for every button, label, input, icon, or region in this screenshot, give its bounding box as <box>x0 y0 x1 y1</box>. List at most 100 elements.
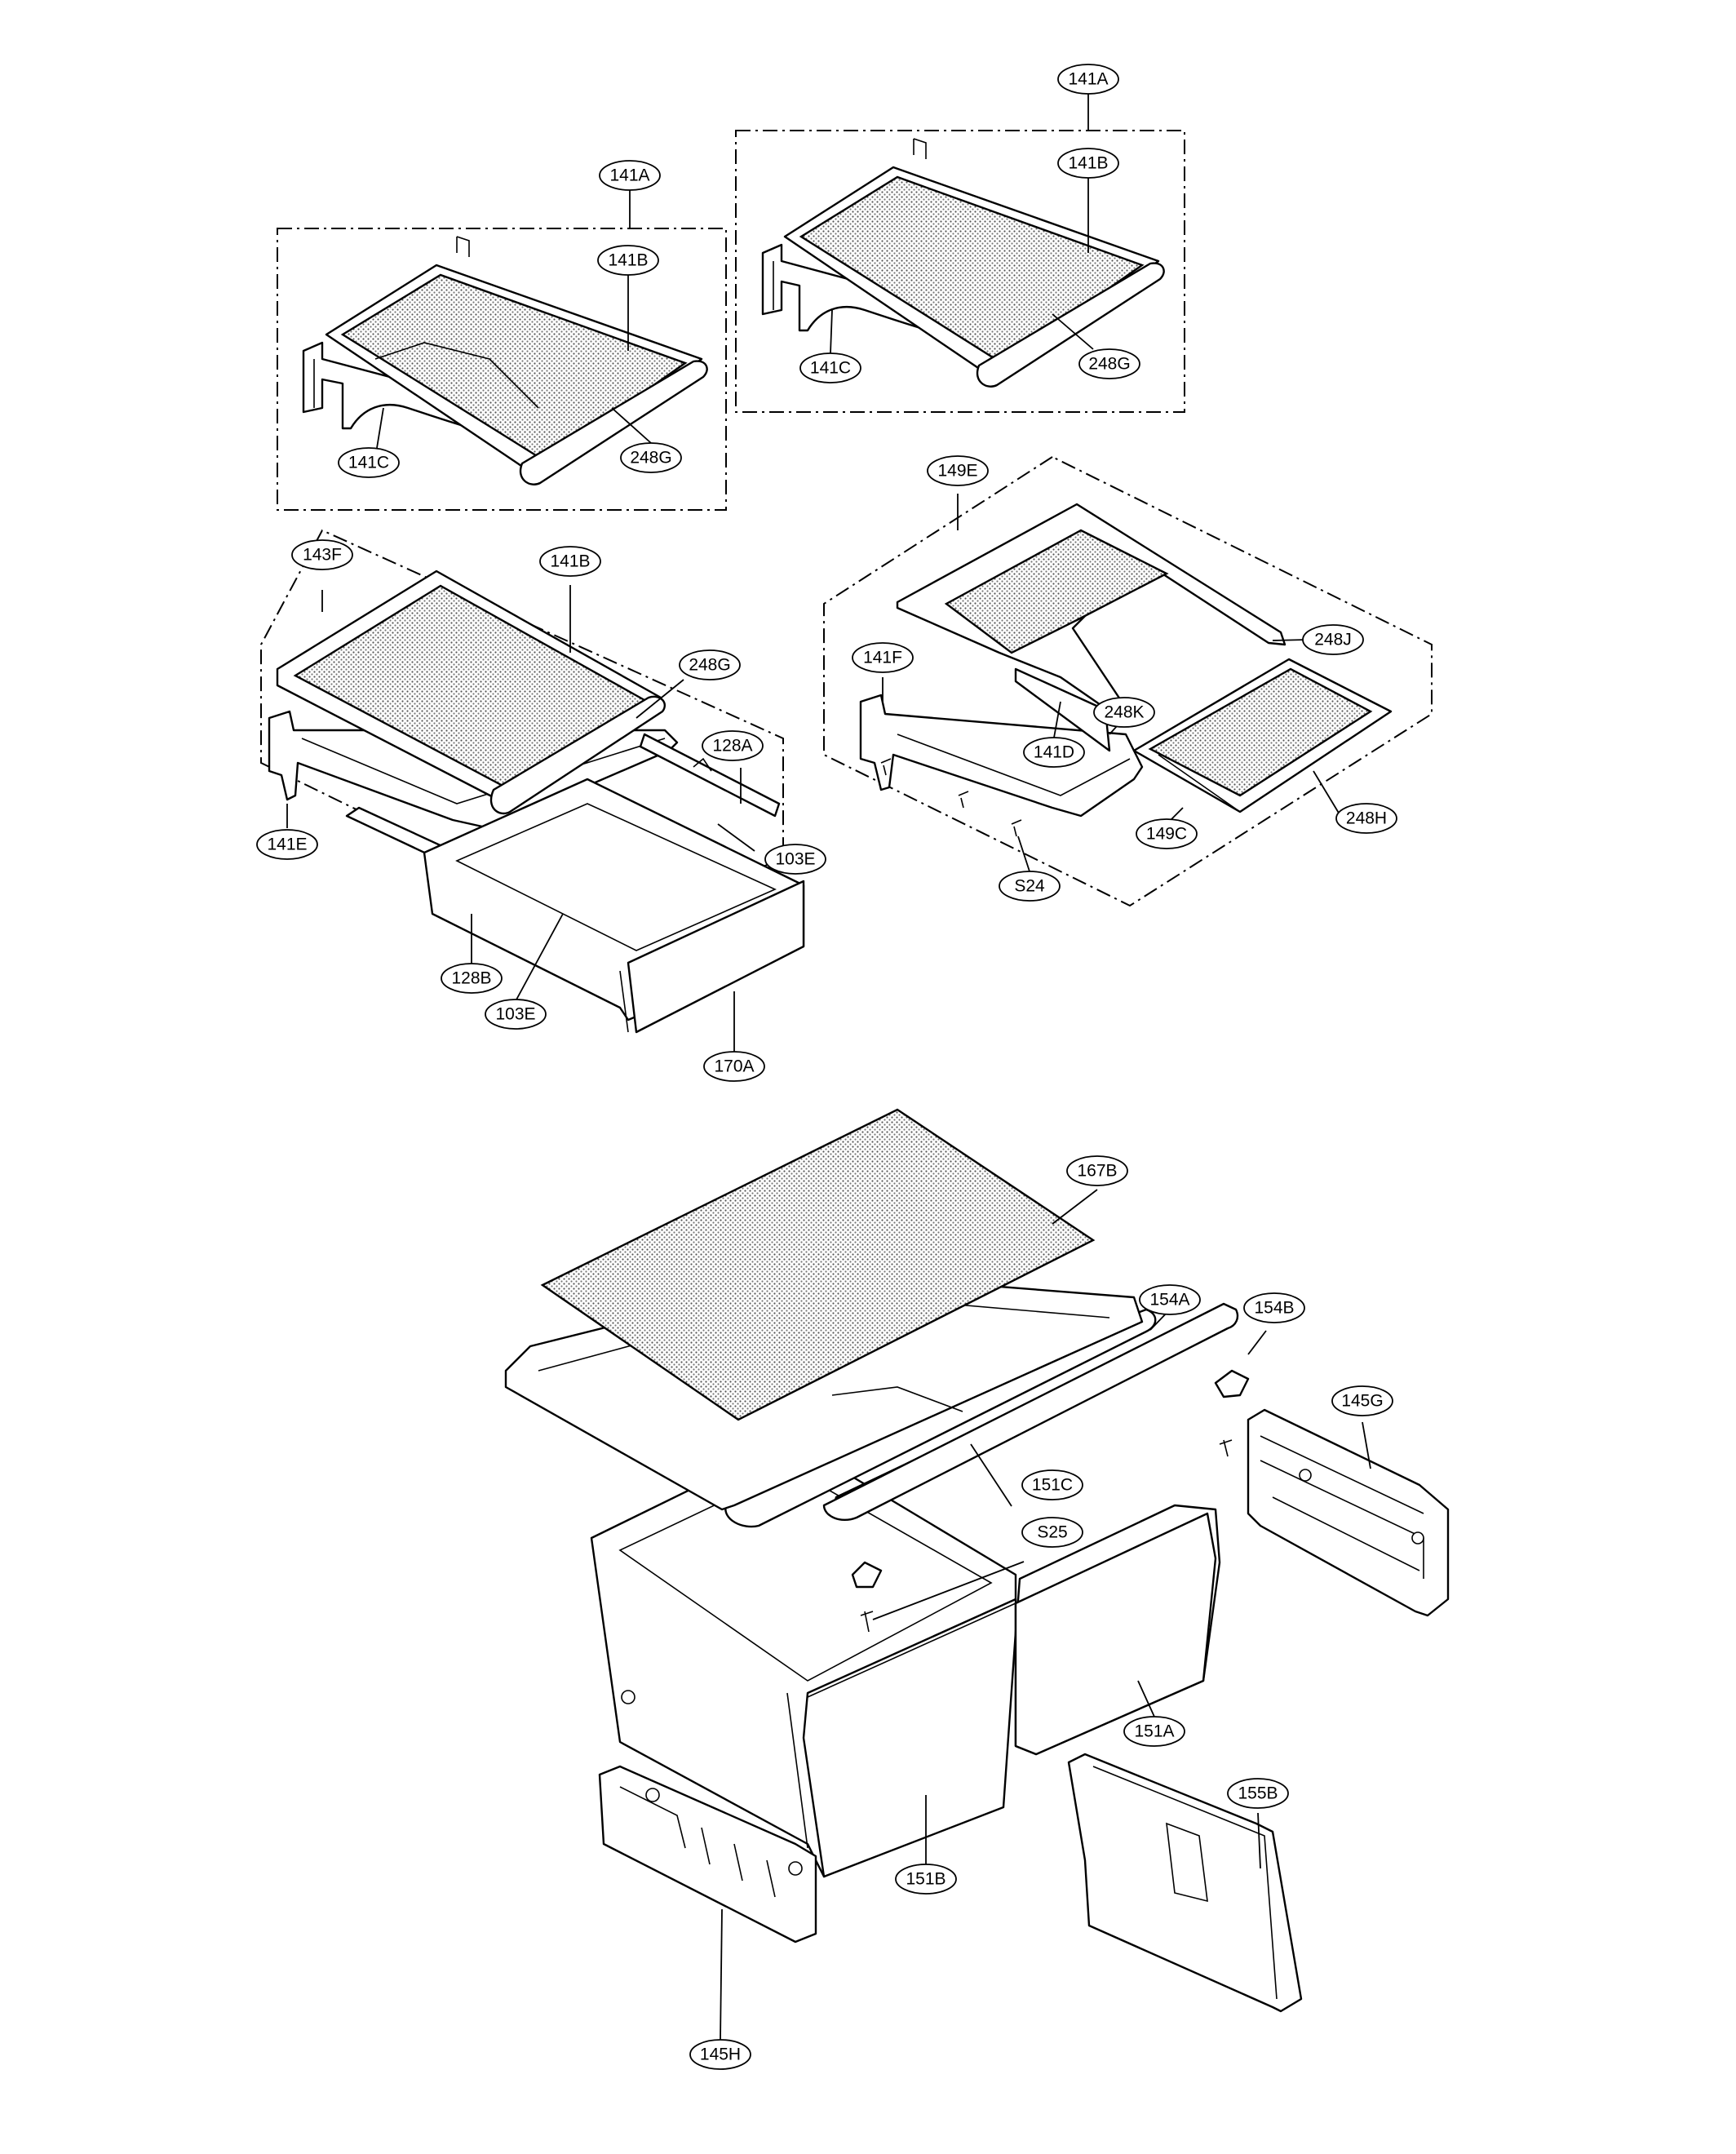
svg-text:154B: 154B <box>1254 1299 1294 1318</box>
svg-text:141B: 141B <box>550 552 590 571</box>
callout-128a: 128A <box>702 730 764 761</box>
svg-text:S24: S24 <box>1014 877 1045 896</box>
callout-141a-left: 141A <box>599 160 661 191</box>
svg-text:151C: 151C <box>1032 1476 1073 1495</box>
screws-s24 <box>880 758 1022 837</box>
callout-155b: 155B <box>1227 1778 1289 1809</box>
svg-text:170A: 170A <box>714 1057 754 1076</box>
group-box-141a-left <box>277 228 727 511</box>
svg-text:143F: 143F <box>303 546 342 565</box>
callout-103e-left: 103E <box>485 999 547 1030</box>
callout-248k: 248K <box>1093 697 1155 728</box>
svg-text:141D: 141D <box>1034 743 1074 762</box>
shelf-assembly-141a-left <box>277 228 727 511</box>
callout-s24: S24 <box>999 871 1061 902</box>
group-box-149e <box>823 455 1433 907</box>
drawer-front-151b <box>802 1598 1017 1878</box>
crisper-assembly <box>504 1108 1450 2013</box>
callout-141b-left: 141B <box>597 245 659 276</box>
svg-text:145H: 145H <box>700 2045 741 2064</box>
svg-text:141C: 141C <box>348 454 389 472</box>
callout-128b: 128B <box>441 963 503 994</box>
callout-143f: 143F <box>291 539 353 570</box>
svg-text:149E: 149E <box>937 462 977 481</box>
callout-167b: 167B <box>1066 1155 1128 1186</box>
front-trim-248g-right <box>976 262 1165 388</box>
callout-248h: 248H <box>1335 803 1397 834</box>
callout-170a: 170A <box>703 1051 765 1082</box>
clip-s25-left <box>851 1561 883 1589</box>
callout-149c: 149C <box>1136 818 1198 849</box>
callout-141b-143f: 141B <box>539 546 601 577</box>
svg-text:248J: 248J <box>1314 631 1352 649</box>
drawer-front-151a <box>1014 1512 1217 1756</box>
svg-text:103E: 103E <box>775 850 815 869</box>
callout-154a: 154A <box>1139 1284 1201 1315</box>
svg-text:149C: 149C <box>1146 825 1187 844</box>
shelf-bracket-141f <box>859 694 1144 818</box>
callout-248g-left: 248G <box>620 442 682 473</box>
front-trim-248g-left <box>519 360 708 485</box>
svg-text:141F: 141F <box>863 649 902 667</box>
callout-248j: 248J <box>1302 624 1364 655</box>
side-support-145g <box>1247 1408 1450 1617</box>
glass-shelf-141b-left <box>340 273 688 463</box>
callout-248g-143f: 248G <box>679 649 741 680</box>
callout-141d: 141D <box>1023 737 1085 768</box>
half-shelf-trim-248h <box>1239 711 1392 813</box>
callout-141e: 141E <box>256 829 318 860</box>
crisper-cover-glass-167b <box>540 1108 1096 1421</box>
callout-141f: 141F <box>852 642 914 673</box>
svg-text:145G: 145G <box>1341 1392 1383 1411</box>
shelf-assembly-141a-right <box>735 130 1185 413</box>
svg-text:248G: 248G <box>689 656 730 675</box>
svg-text:154A: 154A <box>1149 1291 1189 1310</box>
half-shelf-glass-149c <box>1148 667 1373 797</box>
glass-shelf-141b-right <box>799 175 1145 365</box>
svg-text:103E: 103E <box>495 1005 535 1024</box>
svg-text:128A: 128A <box>712 737 752 756</box>
svg-text:151A: 151A <box>1134 1722 1174 1741</box>
callout-149e: 149E <box>927 455 989 486</box>
callout-145g: 145G <box>1331 1385 1393 1416</box>
svg-text:248K: 248K <box>1104 703 1144 722</box>
svg-text:S25: S25 <box>1037 1523 1067 1542</box>
drawer-cover-rail-154b <box>822 1302 1239 1522</box>
group-box-141a-right <box>735 130 1185 413</box>
svg-text:248G: 248G <box>630 449 671 468</box>
drawer-front-170a <box>627 880 805 1034</box>
svg-text:151B: 151B <box>906 1870 946 1889</box>
callout-248g-right: 248G <box>1078 348 1140 379</box>
callout-145h: 145H <box>689 2039 751 2070</box>
svg-text:141E: 141E <box>267 835 307 854</box>
callout-labels: 141A 141B 141C 248G 141A 141B 141C 248G … <box>256 64 1397 2070</box>
shelf-drawer-assembly-143f <box>260 529 805 1034</box>
svg-text:167B: 167B <box>1077 1162 1117 1181</box>
drawer-rail-128a <box>639 733 781 818</box>
clip-s25-right <box>1214 1369 1250 1398</box>
callout-154b: 154B <box>1243 1292 1305 1323</box>
leader-lines <box>286 94 1371 2041</box>
callout-151c: 151C <box>1021 1469 1083 1500</box>
callout-141b-right: 141B <box>1057 148 1119 179</box>
svg-text:128B: 128B <box>451 969 491 988</box>
callout-141c-left: 141C <box>338 447 400 478</box>
callout-151a: 151A <box>1123 1716 1185 1747</box>
front-trim-248g-143f <box>489 695 666 815</box>
divider-155b <box>1067 1753 1303 2013</box>
svg-text:141B: 141B <box>608 251 648 270</box>
svg-text:141A: 141A <box>609 166 649 185</box>
callout-151b: 151B <box>895 1864 957 1895</box>
split-shelf-glass-upper <box>944 529 1169 654</box>
shelf-bracket-141d <box>1014 667 1111 752</box>
svg-text:141C: 141C <box>810 359 851 378</box>
callout-141c-right: 141C <box>799 352 861 383</box>
svg-text:248G: 248G <box>1088 355 1130 374</box>
callout-103e-right: 103E <box>764 844 826 875</box>
split-shelf-assembly-149e <box>823 455 1433 907</box>
svg-text:248H: 248H <box>1346 809 1387 828</box>
callout-s25: S25 <box>1021 1517 1083 1548</box>
svg-text:141A: 141A <box>1068 70 1108 89</box>
svg-text:141B: 141B <box>1068 154 1108 173</box>
